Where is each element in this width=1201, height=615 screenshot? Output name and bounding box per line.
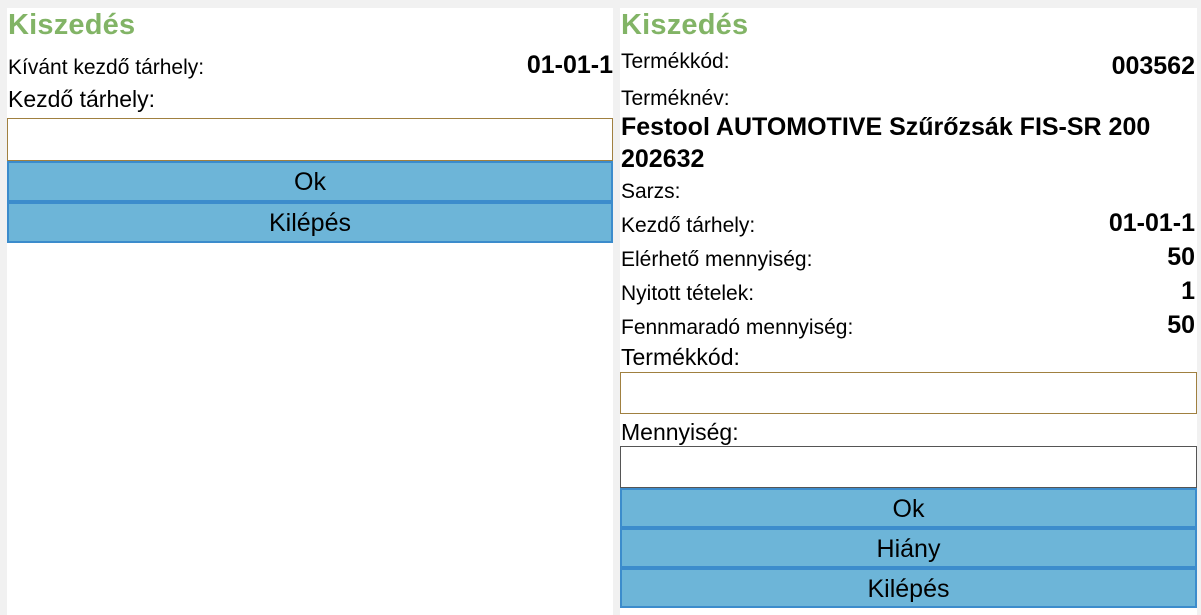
start-location-label: Kezdő tárhely: [621, 214, 756, 237]
ok-button[interactable]: Ok [7, 161, 613, 202]
open-items-value: 1 [1181, 277, 1195, 305]
batch-label: Sarzs: [621, 180, 681, 203]
available-qty-row: Elérhető mennyiség: 50 [620, 238, 1197, 272]
start-location-value: 01-01-1 [1108, 209, 1195, 237]
product-code-label: Termékkód: [621, 49, 730, 73]
available-qty-value: 50 [1167, 243, 1195, 271]
exit-button[interactable]: Kilépés [7, 202, 613, 243]
desired-location-label: Kívánt kezdő tárhely: [8, 56, 205, 79]
quantity-input-label: Mennyiség: [621, 419, 739, 445]
product-code-input[interactable] [620, 372, 1197, 414]
product-name-label-row: Terméknév: [620, 81, 1197, 111]
product-code-row: Termékkód: 003562 [620, 42, 1197, 81]
location-selection-panel: Kiszedés Kívánt kezdő tárhely: 01-01-1 K… [7, 8, 613, 615]
open-items-row: Nyitott tételek: 1 [620, 272, 1197, 306]
shortage-button[interactable]: Hiány [620, 528, 1197, 568]
product-code-input-label: Termékkód: [621, 344, 740, 370]
start-location-input[interactable] [7, 118, 613, 161]
start-location-label: Kezdő tárhely: [8, 86, 156, 112]
panel-title: Kiszedés [621, 9, 749, 41]
panel-title: Kiszedés [8, 9, 136, 41]
batch-row: Sarzs: [620, 177, 1197, 204]
product-name-label: Terméknév: [621, 87, 730, 110]
product-name-value: Festool AUTOMOTIVE Szűrőzsák FIS-SR 200 … [621, 113, 1151, 173]
open-items-label: Nyitott tételek: [621, 282, 755, 305]
ok-button[interactable]: Ok [620, 488, 1197, 528]
available-qty-label: Elérhető mennyiség: [621, 248, 813, 271]
start-location-row: Kezdő tárhely: 01-01-1 [620, 204, 1197, 238]
exit-button[interactable]: Kilépés [620, 568, 1197, 608]
remaining-qty-value: 50 [1167, 311, 1195, 339]
remaining-qty-row: Fennmaradó mennyiség: 50 [620, 306, 1197, 340]
picking-panel: Kiszedés Termékkód: 003562 Terméknév: Fe… [620, 8, 1197, 615]
desired-location-value: 01-01-1 [526, 51, 613, 79]
desired-location-row: Kívánt kezdő tárhely: 01-01-1 [7, 42, 613, 80]
product-code-value: 003562 [1111, 52, 1195, 80]
remaining-qty-label: Fennmaradó mennyiség: [621, 316, 854, 339]
quantity-input[interactable] [620, 446, 1197, 488]
